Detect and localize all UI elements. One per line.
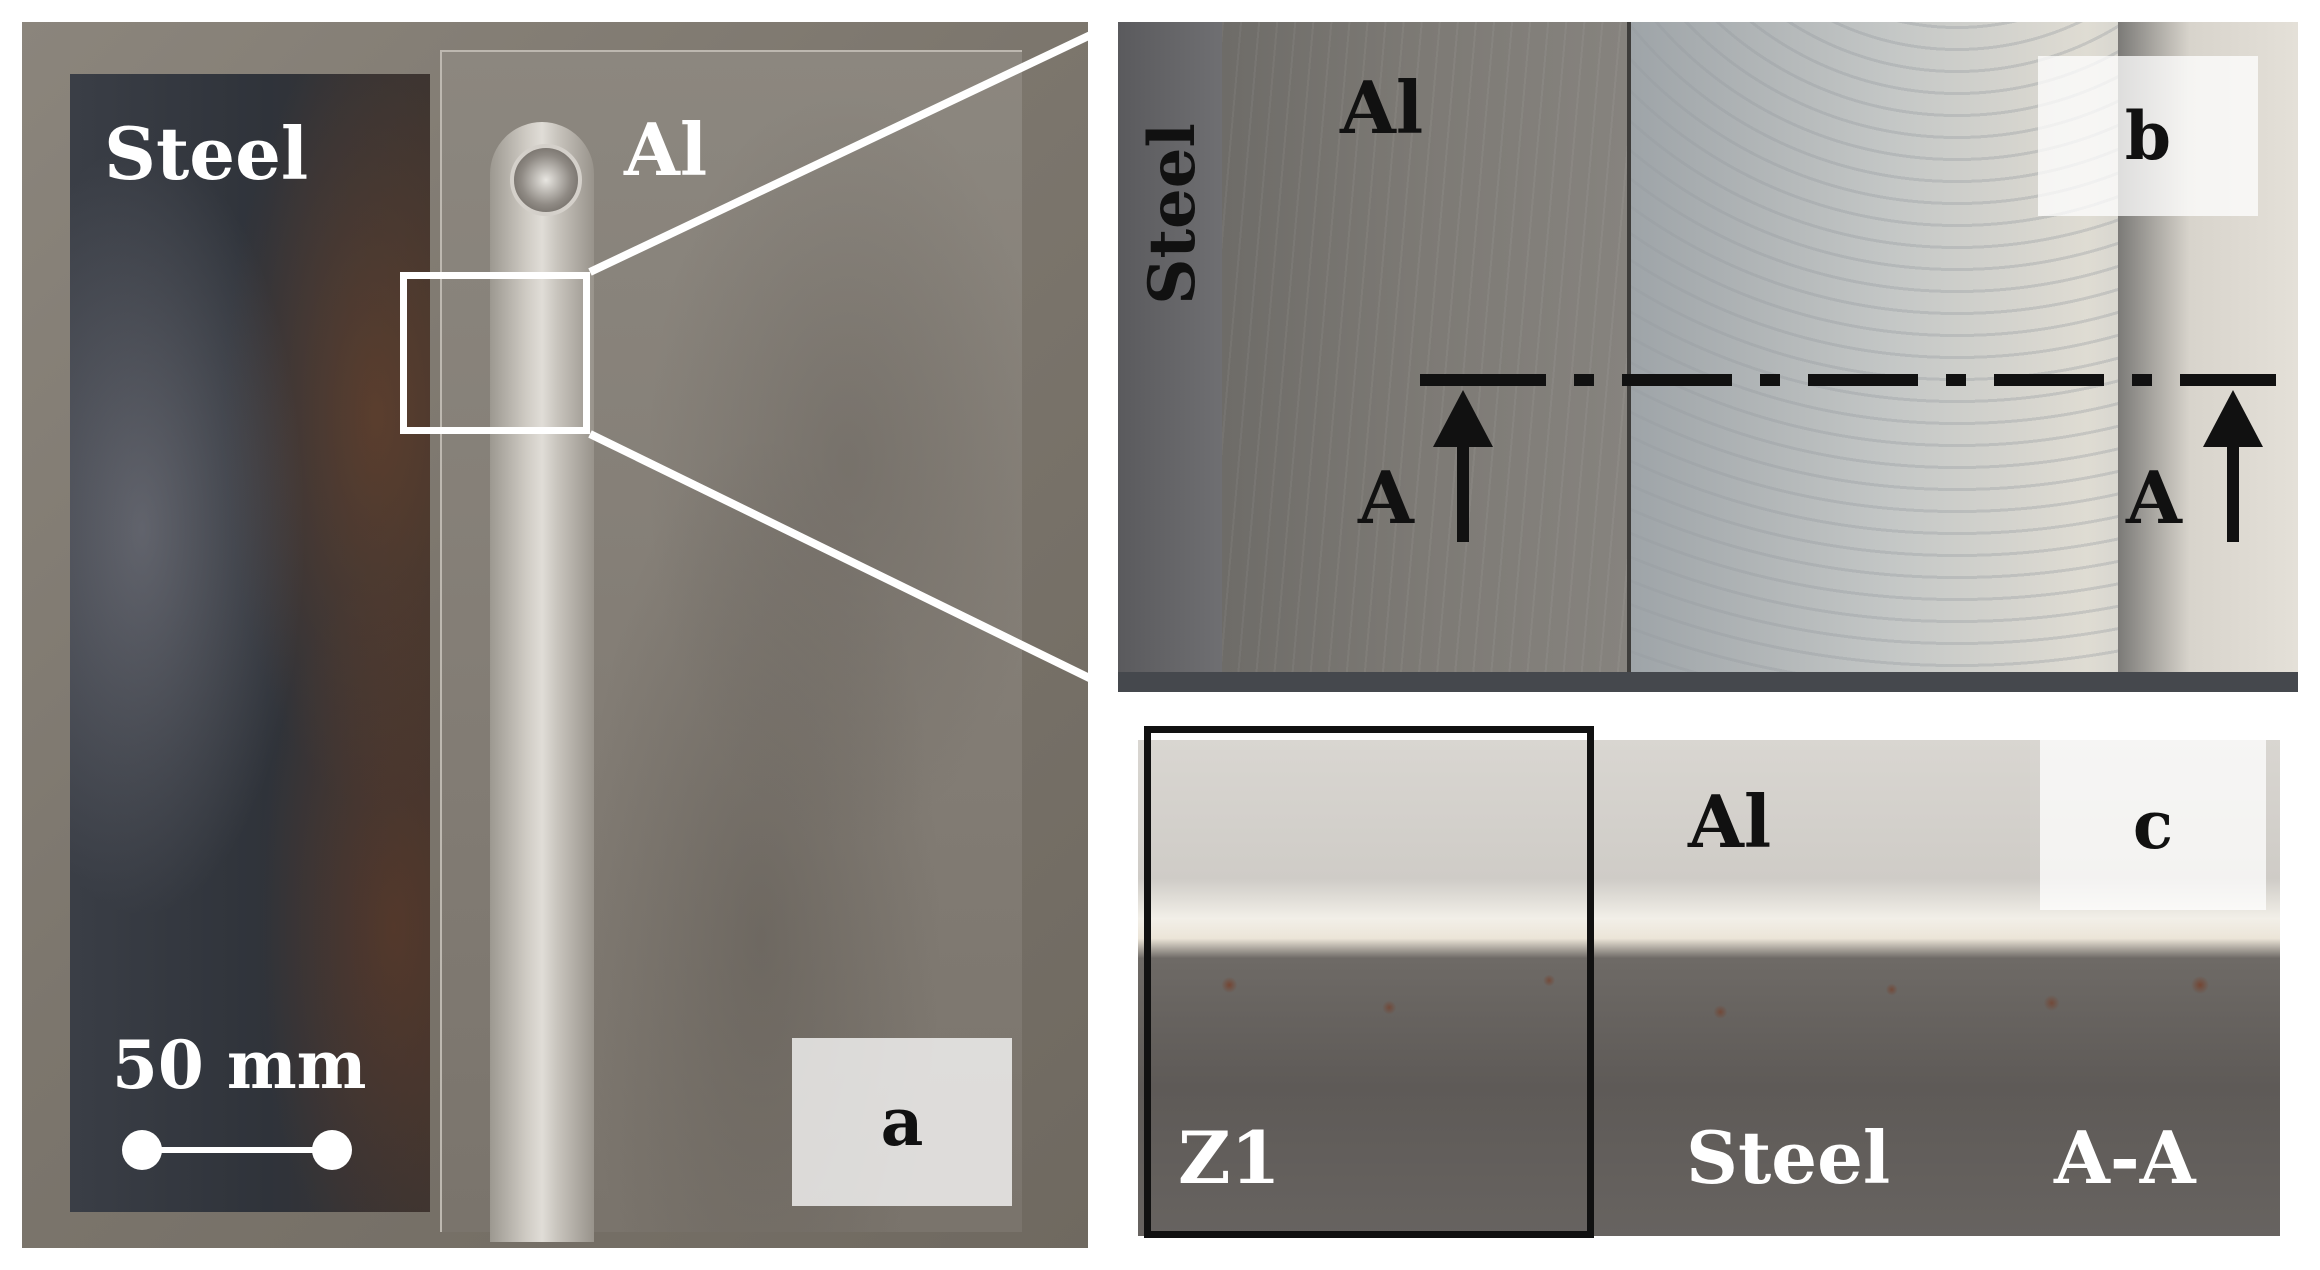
- label-section-a-a: A-A: [2054, 1115, 2196, 1200]
- label-al-c: Al: [1688, 779, 1772, 864]
- label-al-b: Al: [1340, 65, 1424, 150]
- section-arrow-right: [2203, 390, 2263, 542]
- panel-c-cross-section: Al Steel Z1 A-A c: [1118, 726, 2298, 1248]
- scale-bar-end-dot: [312, 1130, 352, 1170]
- label-zone-z1: Z1: [1178, 1115, 1281, 1200]
- scale-bar: [122, 1130, 352, 1170]
- aluminium-region: [1222, 22, 1627, 672]
- label-steel-c: Steel: [1686, 1115, 1891, 1200]
- steel-strip: [1118, 22, 1222, 692]
- zone-z1-box: [1144, 726, 1594, 1238]
- zoom-region-box: [400, 272, 590, 434]
- section-arrow-left: [1433, 390, 1493, 542]
- panel-b-weld-closeup: Steel Al A A b: [1118, 22, 2298, 692]
- exit-keyhole: [510, 144, 582, 216]
- label-steel-a: Steel: [104, 111, 309, 196]
- plate-edge: [1118, 672, 2298, 692]
- label-section-right: A: [2126, 455, 2182, 540]
- scale-bar-line: [142, 1147, 332, 1153]
- section-line-a-a: [1420, 374, 2276, 542]
- panel-tag-b-text: b: [2124, 97, 2172, 175]
- scale-bar-end-dot: [122, 1130, 162, 1170]
- steel-plate: [70, 74, 430, 1212]
- panel-tag-a: a: [792, 1038, 1012, 1206]
- scale-bar-text: 50 mm: [112, 1026, 367, 1104]
- rust-spots: [1138, 958, 2280, 1048]
- panel-tag-a-text: a: [880, 1083, 924, 1161]
- panel-tag-b: b: [2038, 56, 2258, 216]
- panel-tag-c-text: c: [2132, 786, 2174, 864]
- label-al-a: Al: [624, 107, 708, 192]
- panel-tag-c: c: [2040, 740, 2266, 910]
- weld-seam: [490, 122, 594, 1242]
- label-section-left: A: [1358, 455, 1414, 540]
- label-steel-b: Steel: [1134, 123, 1210, 305]
- panel-a-overview-photo: Steel Al 50 mm a: [22, 22, 1088, 1248]
